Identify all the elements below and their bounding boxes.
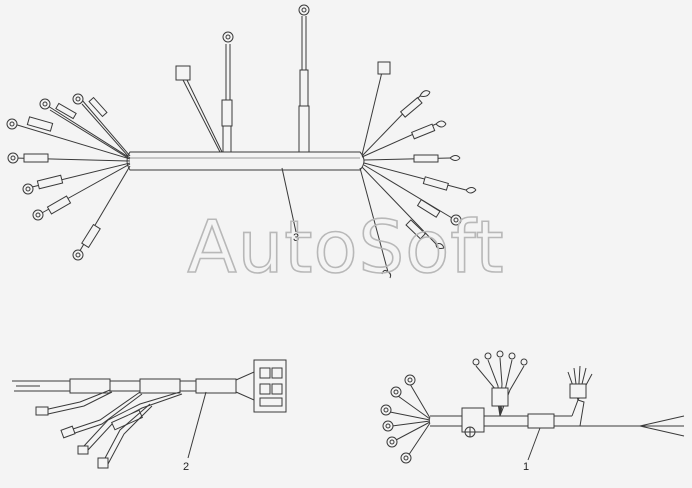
harness-3-leader bbox=[281, 167, 297, 233]
harness-2-label: 2 bbox=[183, 461, 189, 473]
harness-3-left-ring-terminals bbox=[6, 93, 84, 261]
harness-1-label: 1 bbox=[523, 461, 529, 473]
harness-3-label: 3 bbox=[293, 232, 299, 244]
harness-3-trunk bbox=[126, 151, 365, 171]
watermark: AutoSoft bbox=[187, 205, 504, 289]
harness-1-top-fans bbox=[472, 350, 593, 417]
harness-3-left-sleeves bbox=[23, 96, 108, 249]
harness-1 bbox=[380, 350, 685, 464]
harness-1-leader bbox=[527, 427, 541, 461]
harness-2 bbox=[12, 359, 287, 469]
harness-3-right-terminals bbox=[377, 61, 477, 279]
harness-3-top-branches bbox=[175, 4, 310, 153]
harness-2-connector bbox=[235, 359, 287, 413]
harness-1-ring-terminals bbox=[380, 374, 431, 464]
harness-1-trunk bbox=[430, 399, 685, 438]
harness-2-branches bbox=[35, 389, 183, 469]
harness-2-leader bbox=[187, 391, 207, 459]
harness-2-trunk bbox=[12, 378, 237, 394]
harness-3 bbox=[6, 4, 477, 279]
